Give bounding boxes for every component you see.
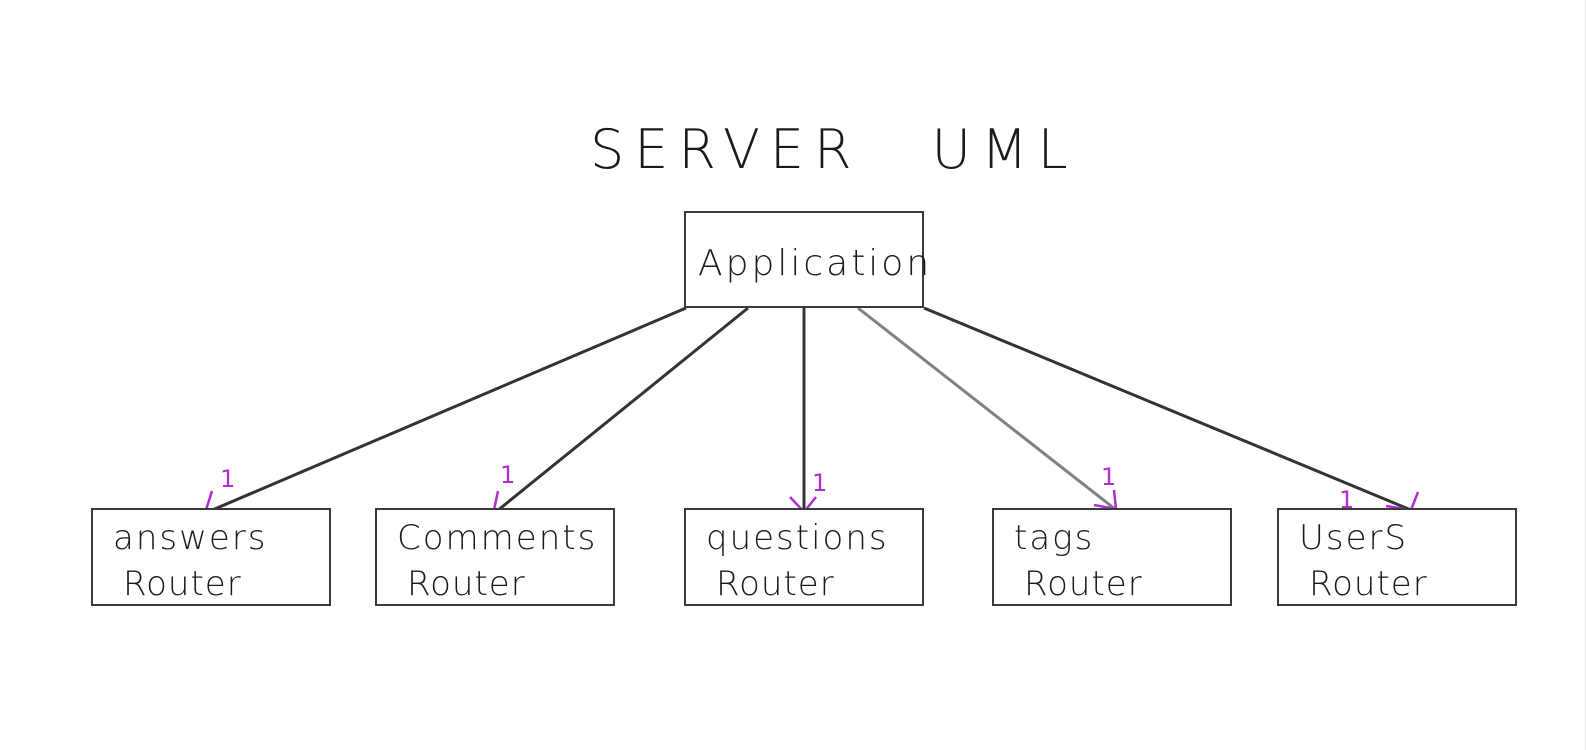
- tags-router-box: tags Router: [992, 508, 1232, 606]
- title-left: SERVER: [590, 118, 862, 181]
- router-name: questions: [706, 518, 889, 558]
- router-name: answers: [113, 518, 268, 558]
- multiplicity-tags: 1: [1101, 463, 1117, 491]
- router-name: tags: [1014, 518, 1095, 558]
- router-type: Router: [716, 564, 835, 604]
- router-type: Router: [123, 564, 242, 604]
- multiplicity-users: 1: [1339, 486, 1355, 514]
- multiplicity-answers: 1: [220, 465, 236, 493]
- application-label: Application: [698, 243, 933, 284]
- router-type: Router: [407, 564, 526, 604]
- questions-router-box: questions Router: [684, 508, 924, 606]
- answers-router-box: answers Router: [91, 508, 331, 606]
- multiplicity-comments: 1: [500, 461, 516, 489]
- router-name: UserS: [1299, 518, 1409, 558]
- router-type: Router: [1024, 564, 1143, 604]
- comments-router-box: Comments Router: [375, 508, 615, 606]
- connector-comments: [496, 306, 749, 513]
- connector-users: [923, 306, 1412, 512]
- router-name: Comments: [397, 518, 598, 558]
- connector-tags: [857, 306, 1116, 511]
- router-type: Router: [1309, 564, 1428, 604]
- connector-answers: [209, 306, 687, 513]
- title-right: UML: [931, 118, 1078, 181]
- multiplicity-questions: 1: [812, 469, 828, 497]
- application-box: Application: [684, 211, 929, 308]
- users-router-box: UserS Router: [1277, 508, 1517, 606]
